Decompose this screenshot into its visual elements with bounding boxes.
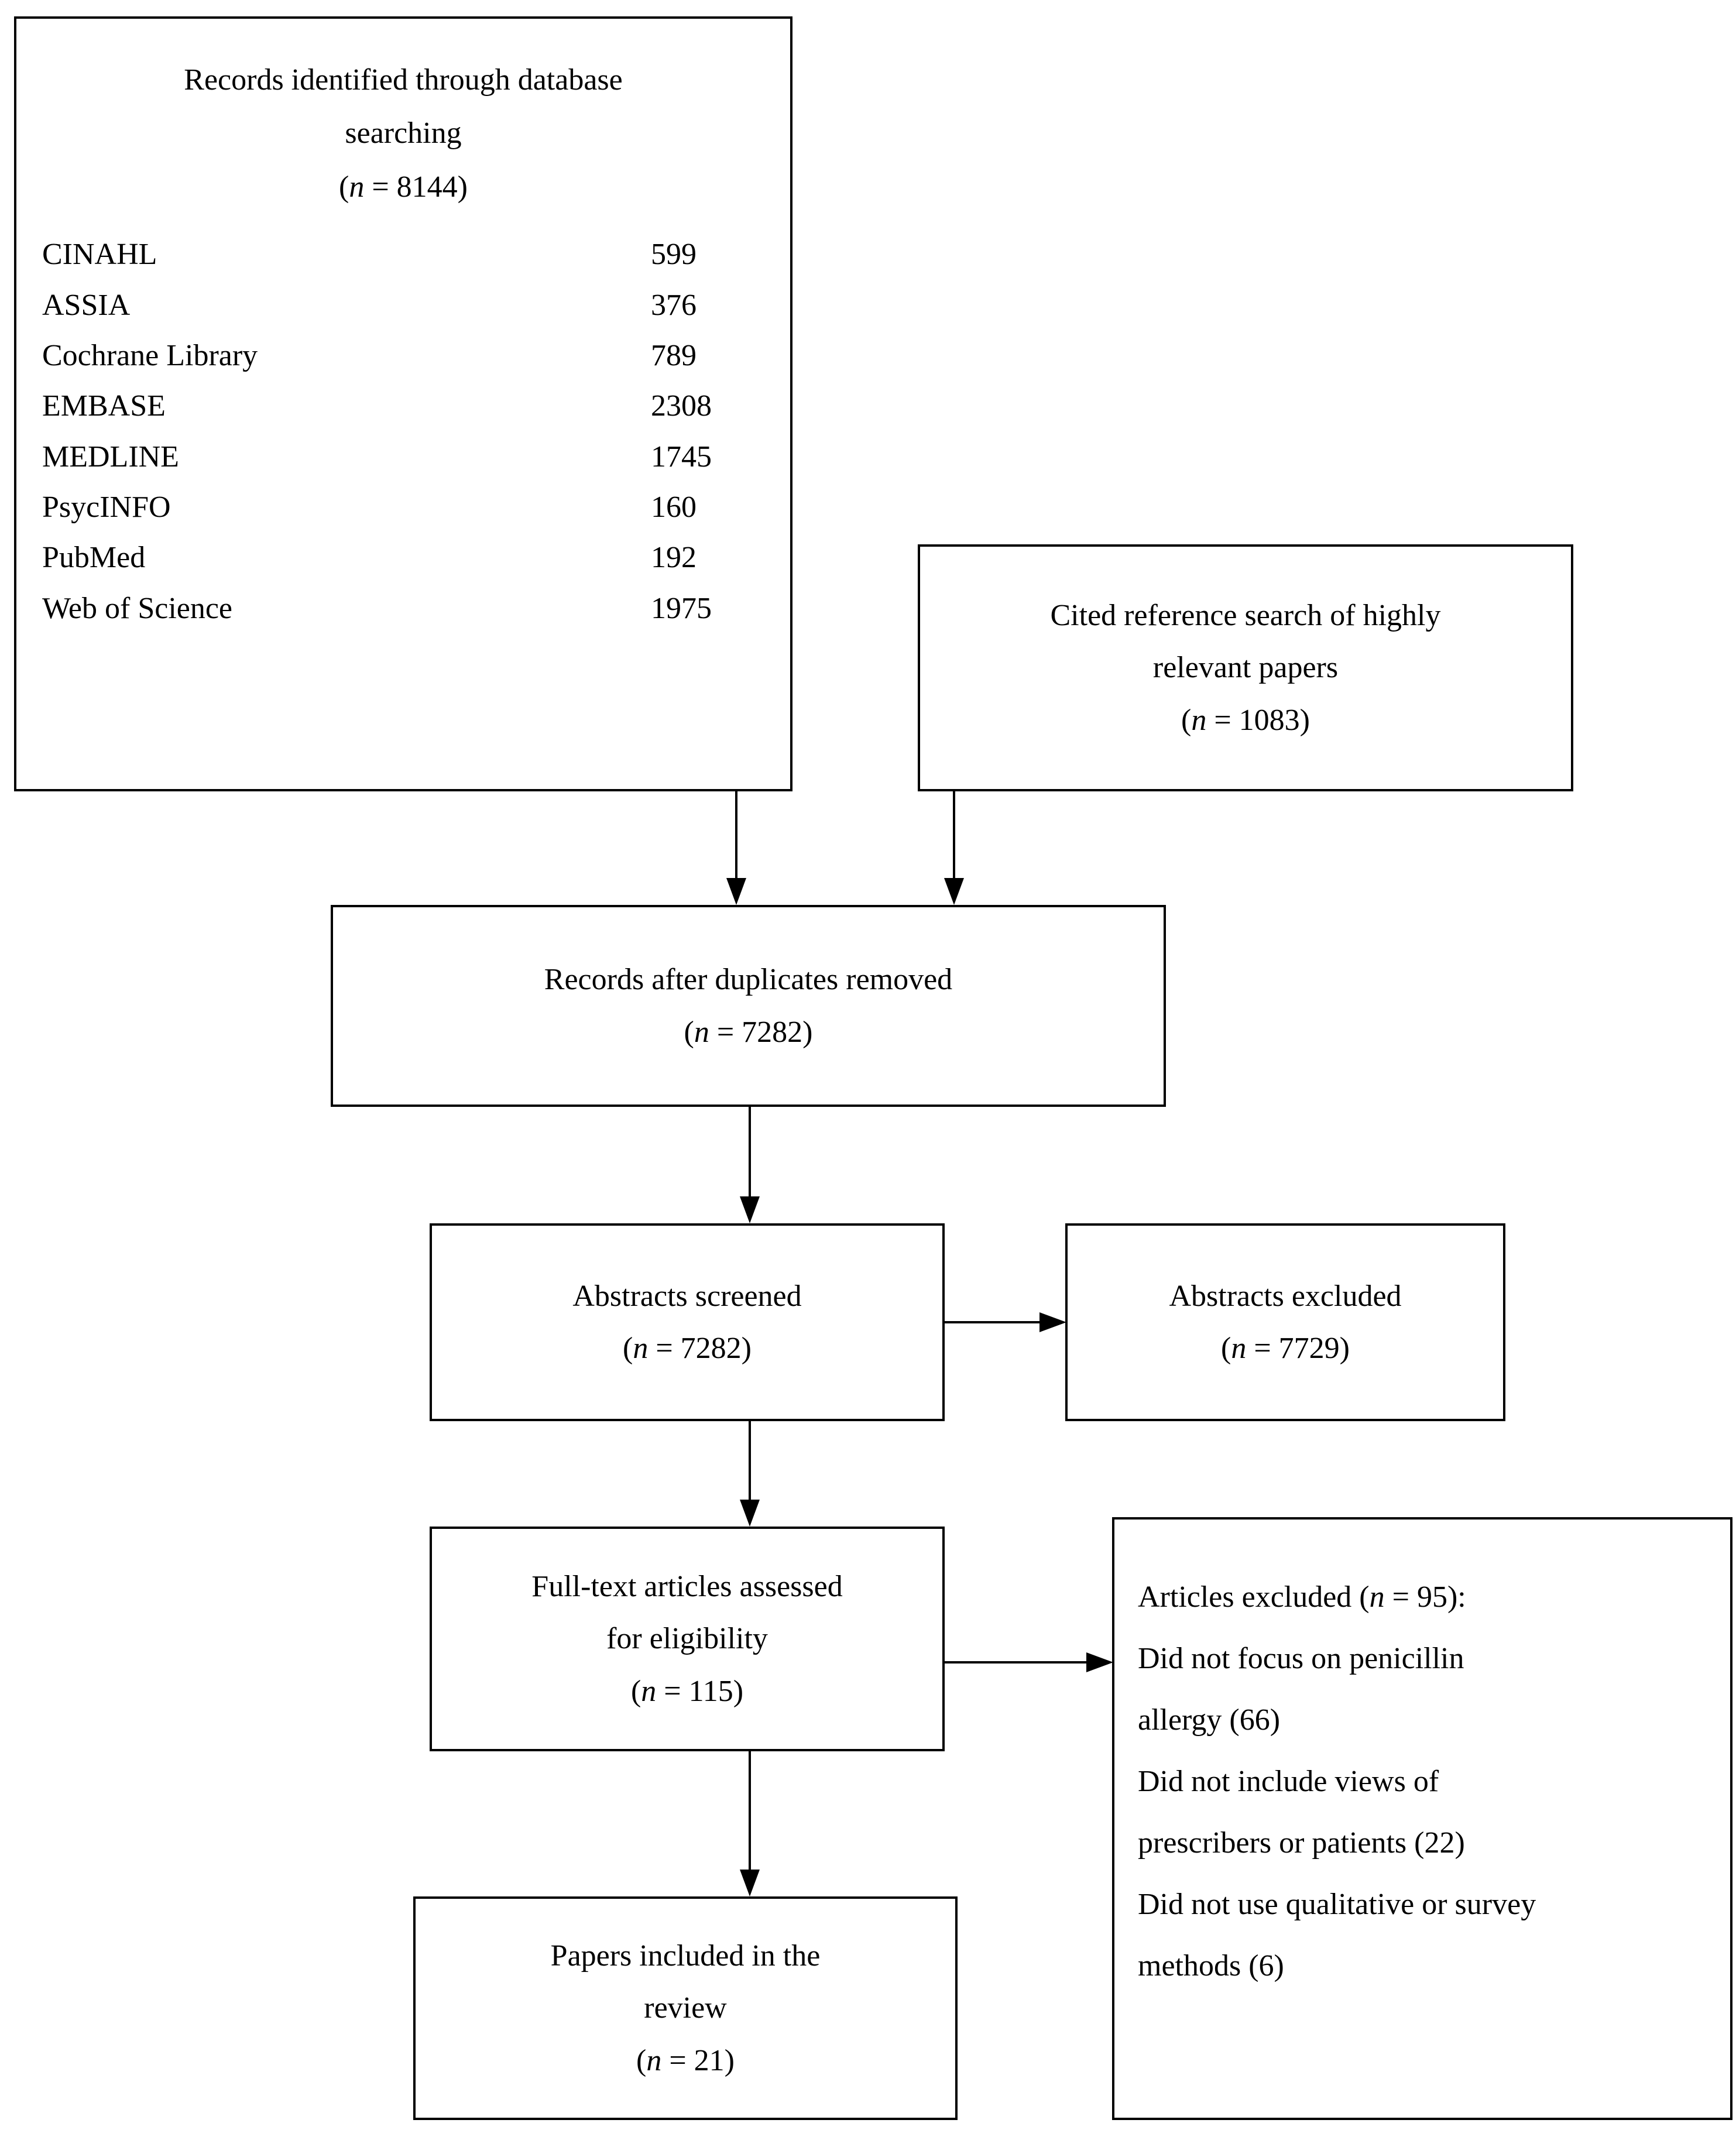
database-count: 376 [651, 288, 697, 322]
articles-excluded-heading: Articles excluded (n = 95): [1138, 1580, 1466, 1614]
database-count: 789 [651, 338, 697, 372]
abstracts-screened-count-value: = 7282) [648, 1332, 752, 1365]
italic-n-glyph: n [1191, 703, 1207, 737]
records-identified-title-line2: searching [345, 116, 462, 150]
articles-excluded-reason: Did not use qualitative or survey [1138, 1888, 1536, 1922]
arrowhead-screened-to-abs-excluded [1039, 1312, 1066, 1332]
arrowhead-screened-to-fulltext [740, 1500, 760, 1527]
articles-excluded-reason: prescribers or patients (22) [1138, 1826, 1465, 1860]
database-name: MEDLINE [42, 440, 179, 474]
arrowhead-dedup-to-screened [740, 1196, 760, 1223]
database-row: Web of Science 1975 [16, 584, 790, 634]
connector-screened-to-fulltext [749, 1421, 751, 1501]
connector-dedup-to-screened [749, 1107, 751, 1198]
database-row: EMBASE 2308 [16, 381, 790, 431]
abstracts-excluded-count-value: = 7729) [1246, 1332, 1350, 1365]
connector-fulltext-to-art-excluded [945, 1661, 1089, 1663]
box-abstracts-screened: Abstracts screened (n = 7282) [430, 1223, 945, 1421]
box-cited-reference-search: Cited reference search of highly relevan… [918, 544, 1573, 791]
italic-n-glyph: n [349, 170, 365, 204]
fulltext-assessed-count-value: = 115) [656, 1674, 744, 1708]
database-name: CINAHL [42, 238, 157, 272]
database-name: EMBASE [42, 389, 166, 423]
articles-excluded-heading-count: = 95): [1384, 1580, 1466, 1614]
box-articles-excluded: Articles excluded (n = 95): Did not focu… [1112, 1517, 1732, 2120]
arrowhead-fulltext-to-included [740, 1870, 760, 1896]
database-name: PubMed [42, 541, 146, 575]
records-identified-count-value: = 8144) [364, 170, 468, 204]
database-row: MEDLINE 1745 [16, 432, 790, 482]
papers-included-line1: Papers included in the [550, 1939, 821, 1973]
abstracts-excluded-count: (n = 7729) [1221, 1332, 1350, 1365]
connector-screened-to-abs-excluded [945, 1321, 1042, 1323]
connector-cited-to-dedup [953, 791, 955, 879]
box-records-identified: Records identified through database sear… [14, 16, 792, 791]
database-name: Web of Science [42, 591, 232, 625]
arrowhead-cited-to-dedup [944, 878, 964, 905]
papers-included-line2: review [644, 1991, 727, 2025]
database-row: Cochrane Library 789 [16, 331, 790, 381]
cited-reference-count: (n = 1083) [1181, 703, 1310, 737]
box-abstracts-excluded: Abstracts excluded (n = 7729) [1065, 1223, 1505, 1421]
box-records-after-duplicates: Records after duplicates removed (n = 72… [331, 905, 1166, 1107]
cited-reference-line1: Cited reference search of highly [1050, 598, 1441, 632]
box-papers-included: Papers included in the review (n = 21) [413, 1896, 958, 2120]
records-after-duplicates-label: Records after duplicates removed [544, 963, 953, 997]
articles-excluded-reason: methods (6) [1138, 1949, 1284, 1983]
arrowhead-identified-to-dedup [726, 878, 746, 905]
database-row: PubMed 192 [16, 533, 790, 583]
database-count: 192 [651, 541, 697, 575]
connector-identified-to-dedup [735, 791, 737, 879]
italic-n-glyph: n [646, 2043, 662, 2077]
italic-n-glyph: n [641, 1674, 657, 1708]
records-after-duplicates-count: (n = 7282) [684, 1015, 813, 1049]
italic-n-glyph: n [633, 1332, 649, 1365]
database-name: PsycINFO [42, 490, 171, 524]
database-count: 1745 [651, 440, 712, 474]
articles-excluded-reason: allergy (66) [1138, 1703, 1281, 1737]
records-identified-title-line1: Records identified through database [184, 63, 623, 97]
fulltext-assessed-line2: for eligibility [606, 1622, 768, 1656]
database-count: 1975 [651, 591, 712, 625]
database-row: PsycINFO 160 [16, 482, 790, 533]
italic-n-glyph: n [1369, 1580, 1385, 1614]
fulltext-assessed-line1: Full-text articles assessed [531, 1569, 843, 1603]
abstracts-screened-count: (n = 7282) [623, 1332, 752, 1365]
connector-fulltext-to-included [749, 1751, 751, 1871]
records-after-duplicates-count-value: = 7282) [709, 1015, 813, 1049]
database-count: 599 [651, 238, 697, 272]
arrowhead-fulltext-to-art-excluded [1086, 1652, 1113, 1672]
cited-reference-count-value: = 1083) [1206, 703, 1310, 737]
abstracts-excluded-label: Abstracts excluded [1169, 1279, 1402, 1313]
database-counts-list: CINAHL 599 ASSIA 376 Cochrane Library 78… [16, 229, 790, 634]
database-count: 2308 [651, 389, 712, 423]
database-name: Cochrane Library [42, 338, 258, 372]
database-row: ASSIA 376 [16, 280, 790, 331]
articles-excluded-reason: Did not include views of [1138, 1765, 1439, 1799]
fulltext-assessed-count: (n = 115) [630, 1674, 744, 1708]
italic-n-glyph: n [694, 1015, 709, 1049]
records-identified-count: (n = 8144) [339, 170, 468, 204]
articles-excluded-reason: Did not focus on penicillin [1138, 1642, 1464, 1676]
papers-included-count-value: = 21) [661, 2043, 735, 2077]
papers-included-count: (n = 21) [636, 2043, 735, 2077]
abstracts-screened-label: Abstracts screened [572, 1279, 802, 1313]
database-name: ASSIA [42, 288, 131, 322]
database-count: 160 [651, 490, 697, 524]
box-fulltext-articles-assessed: Full-text articles assessed for eligibil… [430, 1527, 945, 1751]
cited-reference-line2: relevant papers [1152, 651, 1339, 685]
italic-n-glyph: n [1231, 1332, 1247, 1365]
database-row: CINAHL 599 [16, 229, 790, 280]
